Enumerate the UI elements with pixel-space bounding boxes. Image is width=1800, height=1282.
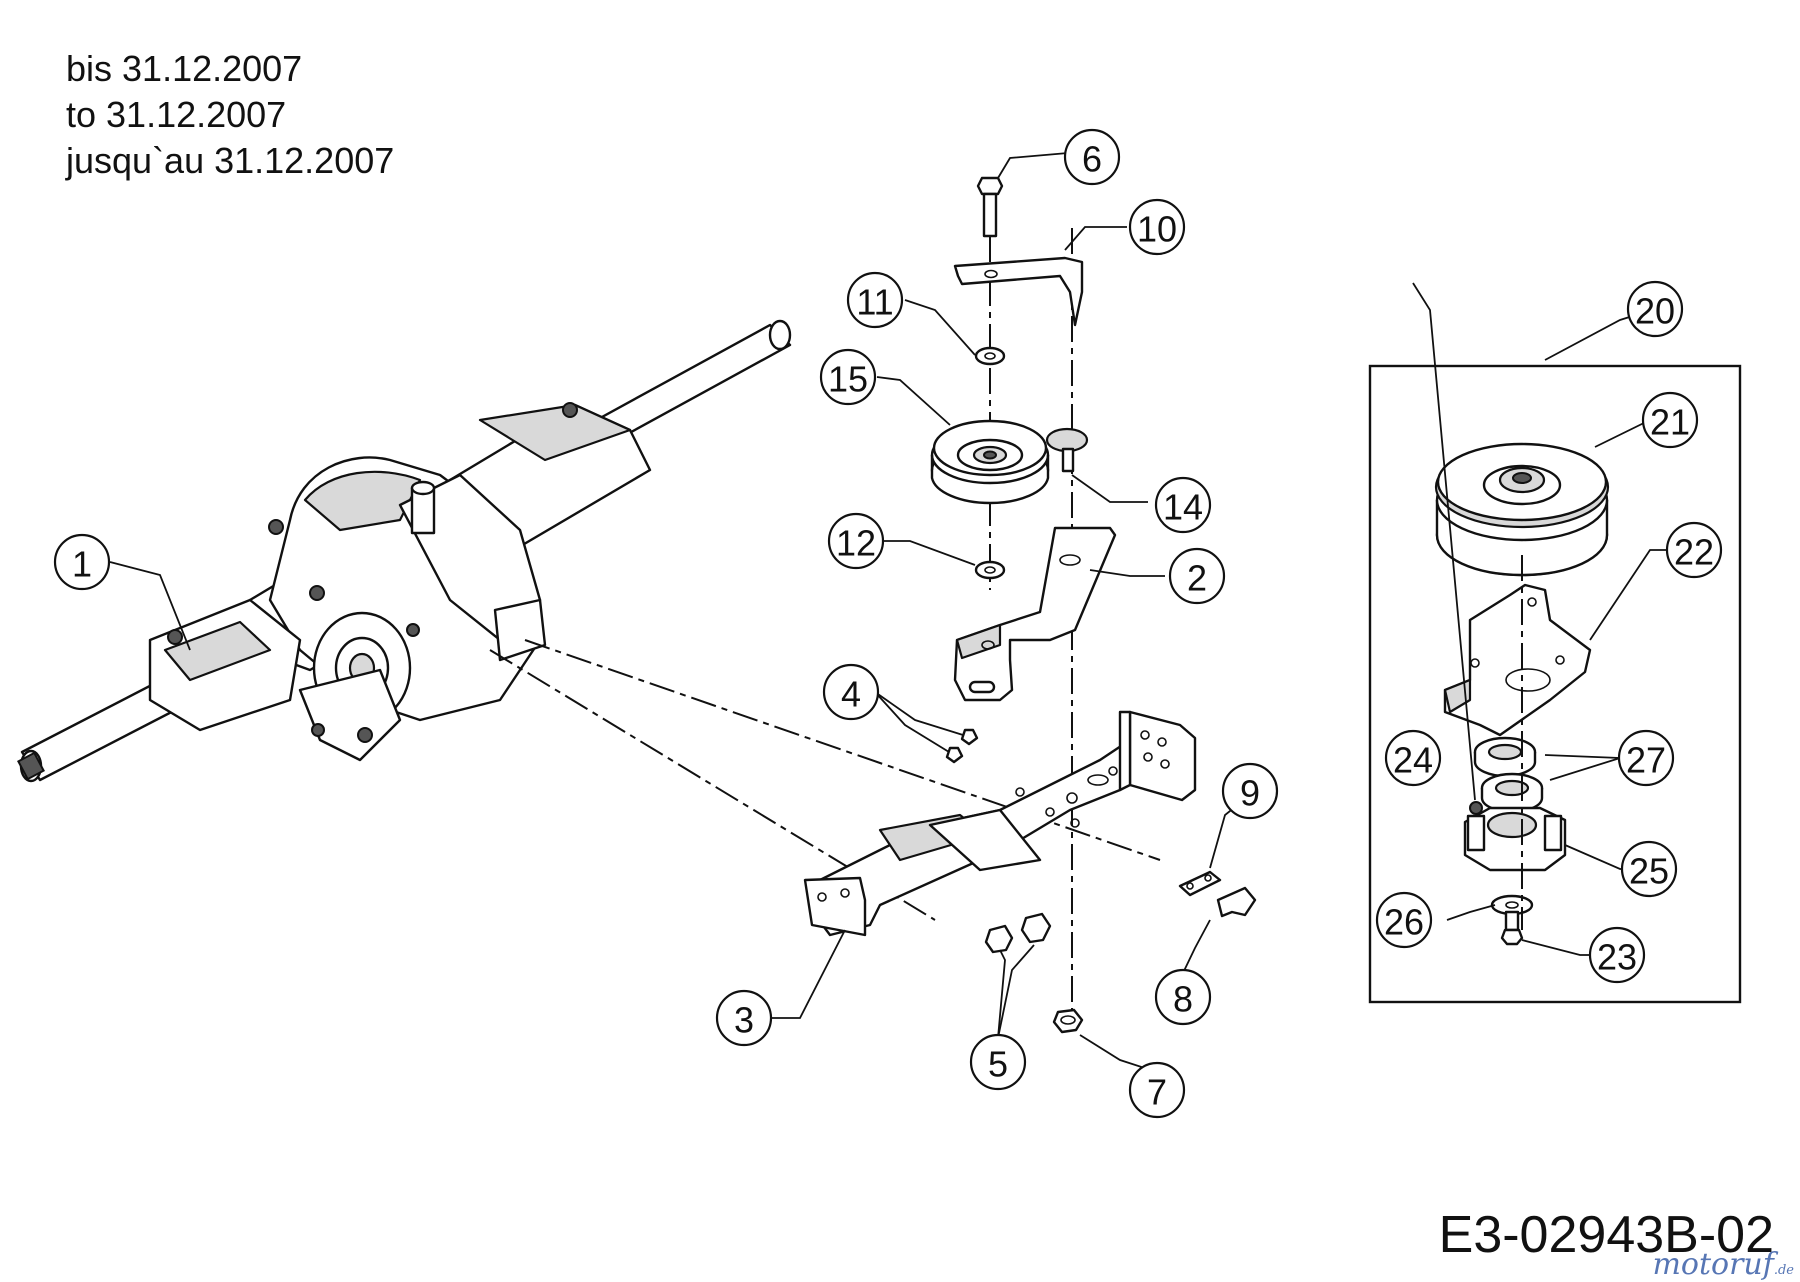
svg-text:22: 22	[1674, 532, 1714, 573]
callout-26: 26	[1375, 891, 1433, 949]
svg-text:3: 3	[734, 1000, 754, 1041]
svg-text:12: 12	[836, 523, 876, 564]
callout-5: 5	[969, 1033, 1027, 1091]
assembly-20-box	[1368, 364, 1742, 1004]
callout-4: 4	[822, 663, 880, 721]
callout-25: 25	[1620, 840, 1678, 898]
svg-text:4: 4	[841, 674, 861, 715]
callout-9: 9	[1221, 762, 1279, 820]
callout-10: 10	[1128, 198, 1186, 256]
svg-text:2: 2	[1187, 558, 1207, 599]
svg-text:8: 8	[1173, 979, 1193, 1020]
svg-text:20: 20	[1635, 291, 1675, 332]
callout-7: 7	[1128, 1061, 1186, 1119]
svg-text:10: 10	[1137, 209, 1177, 250]
callout-6: 6	[1063, 128, 1121, 186]
svg-text:7: 7	[1147, 1072, 1167, 1113]
document-number: E3-02943B-02	[1438, 1206, 1774, 1264]
callout-1: 1	[53, 533, 111, 591]
svg-text:11: 11	[856, 282, 893, 323]
watermark-logo: motoruf.de	[1652, 1247, 1794, 1282]
callout-8: 8	[1154, 968, 1212, 1026]
svg-text:26: 26	[1384, 902, 1424, 943]
transaxle-assembly	[17, 319, 792, 783]
validity-line-de: bis 31.12.2007	[66, 48, 303, 89]
svg-text:1: 1	[72, 544, 92, 585]
svg-text:27: 27	[1626, 740, 1666, 781]
callout-22: 22	[1665, 521, 1723, 579]
svg-text:5: 5	[988, 1044, 1008, 1085]
callout-15: 15	[819, 348, 877, 406]
callout-3: 3	[715, 989, 773, 1047]
svg-text:9: 9	[1240, 773, 1260, 814]
callout-11: 11	[846, 271, 904, 329]
callout-21: 21	[1641, 391, 1699, 449]
svg-text:25: 25	[1629, 851, 1669, 892]
frame-bracket	[803, 710, 1257, 1034]
callout-12: 12	[827, 512, 885, 570]
svg-text:6: 6	[1082, 139, 1102, 180]
callout-14: 14	[1154, 476, 1212, 534]
svg-text:24: 24	[1393, 740, 1433, 781]
svg-text:15: 15	[828, 359, 868, 400]
idler-stack	[930, 176, 1117, 702]
svg-text:21: 21	[1650, 402, 1690, 443]
callout-2: 2	[1168, 547, 1226, 605]
callout-23: 23	[1588, 926, 1646, 984]
callout-20: 20	[1626, 280, 1684, 338]
svg-text:23: 23	[1597, 937, 1637, 978]
callout-24: 24	[1384, 729, 1442, 787]
validity-line-fr: jusqu`au 31.12.2007	[66, 140, 395, 181]
callout-27: 27	[1617, 729, 1675, 787]
validity-line-en: to 31.12.2007	[66, 94, 287, 135]
svg-text:14: 14	[1163, 487, 1203, 528]
